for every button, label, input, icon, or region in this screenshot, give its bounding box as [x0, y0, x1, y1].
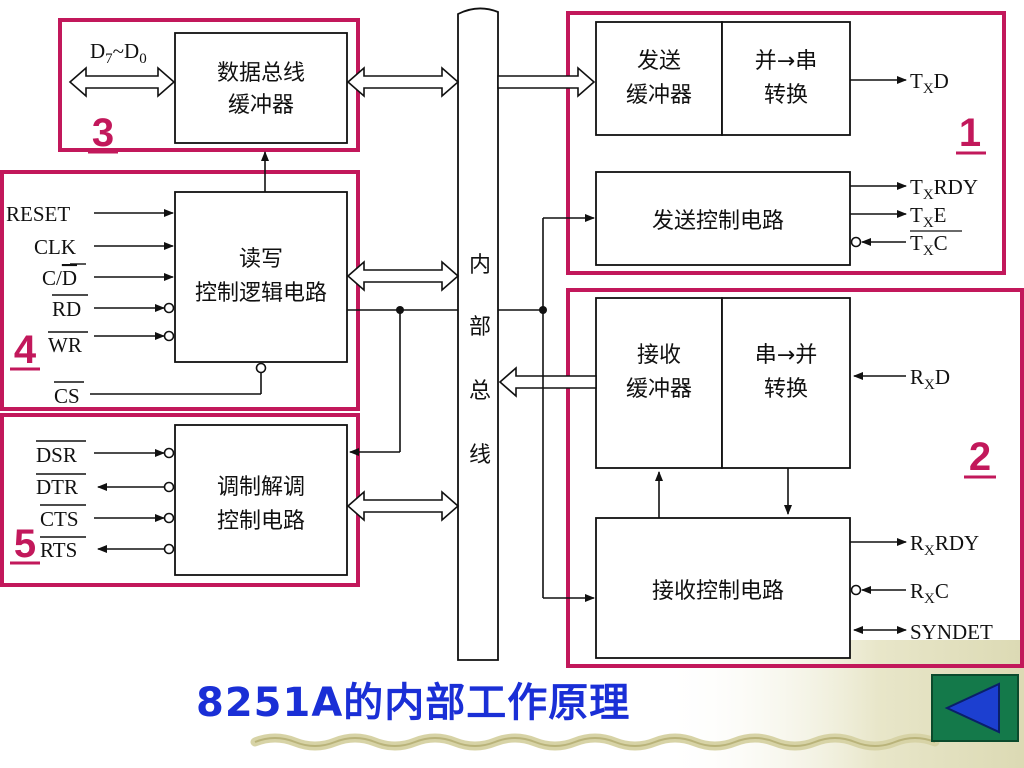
rxc-signal-label: RXC	[910, 579, 949, 607]
tx-converter-block	[721, 21, 851, 136]
rx-control-block	[595, 517, 851, 659]
modem-bus-arrow	[346, 490, 460, 522]
rx-control-label: 接收控制电路	[652, 579, 784, 604]
group-frame-1	[566, 11, 1006, 275]
rx-buffer-label-1: 接收	[637, 343, 681, 368]
rx-converter-label-1: 串→并	[755, 343, 817, 368]
bus-tx-arrow	[497, 66, 596, 98]
group-frame-2	[566, 288, 1024, 668]
tx-buffer-label-2: 缓冲器	[626, 83, 692, 108]
cts-signal-label: CTS	[40, 507, 79, 531]
section-number-5: 5	[14, 522, 36, 566]
bus-char-1: 内	[469, 253, 491, 278]
section-number-1: 1	[959, 111, 981, 155]
triangle-left-icon	[944, 682, 1000, 734]
tx-converter-label-1: 并→串	[755, 49, 817, 74]
rxrdy-signal-label: RXRDY	[910, 531, 979, 559]
dtr-signal-label: DTR	[36, 475, 78, 499]
bus-char-2: 部	[469, 315, 491, 340]
rx-buffer-label-2: 缓冲器	[626, 377, 692, 402]
rd-signal-label: RD	[52, 297, 81, 321]
txd-signal-label: TXD	[910, 69, 949, 97]
back-button[interactable]	[931, 674, 1019, 742]
rx-converter-block	[721, 297, 851, 469]
data-bus-buffer-label-2: 缓冲器	[228, 93, 294, 118]
wr-signal-label: WR	[48, 333, 82, 357]
dsr-signal-label: DSR	[36, 443, 77, 467]
txc-signal-label: TXC	[910, 231, 948, 259]
rx-converter-label-2: 转换	[764, 377, 808, 402]
cd-signal-label: C/D	[42, 266, 77, 290]
modem-control-label-1: 调制解调	[217, 475, 305, 500]
page-title: 8251A的内部工作原理	[196, 680, 631, 726]
rw-control-label-1: 读写	[239, 247, 283, 272]
tx-buffer-label-1: 发送	[637, 49, 681, 74]
modem-control-label-2: 控制电路	[217, 509, 305, 534]
modem-control-block	[174, 424, 348, 576]
tx-buffer-block	[595, 21, 723, 136]
rw-control-block	[174, 191, 348, 363]
rts-signal-label: RTS	[40, 538, 77, 562]
rx-bus-arrow	[498, 366, 597, 398]
section-number-4: 4	[14, 328, 37, 372]
tx-converter-label-2: 转换	[764, 83, 808, 108]
buffer-bus-arrow	[346, 66, 460, 98]
txe-signal-label: TXE	[910, 203, 947, 231]
clk-signal-label: CLK	[34, 235, 76, 259]
tx-control-label: 发送控制电路	[652, 209, 784, 234]
bus-char-3: 总	[469, 379, 491, 404]
data-io-arrow	[68, 66, 176, 98]
data-bus-buffer-label-1: 数据总线	[217, 61, 305, 86]
syndet-signal-label: SYNDET	[910, 620, 993, 644]
internal-bus: 内 部 总 线	[457, 7, 499, 661]
group-frame-4	[0, 170, 360, 411]
tx-control-block	[595, 171, 851, 266]
cs-signal-label: CS	[54, 384, 80, 408]
reset-signal-label: RESET	[6, 202, 70, 226]
data-bus-signal-label: D7~D0	[90, 39, 147, 67]
rw-control-label-2: 控制逻辑电路	[195, 281, 327, 306]
section-number-3: 3	[92, 111, 114, 155]
rxd-signal-label: RXD	[910, 365, 950, 393]
section-number-2: 2	[969, 435, 991, 479]
rw-bus-arrow	[346, 260, 460, 292]
bus-char-4: 线	[469, 443, 491, 468]
data-bus-buffer-block	[174, 32, 348, 144]
txrdy-signal-label: TXRDY	[910, 175, 978, 203]
rx-buffer-block	[595, 297, 723, 469]
